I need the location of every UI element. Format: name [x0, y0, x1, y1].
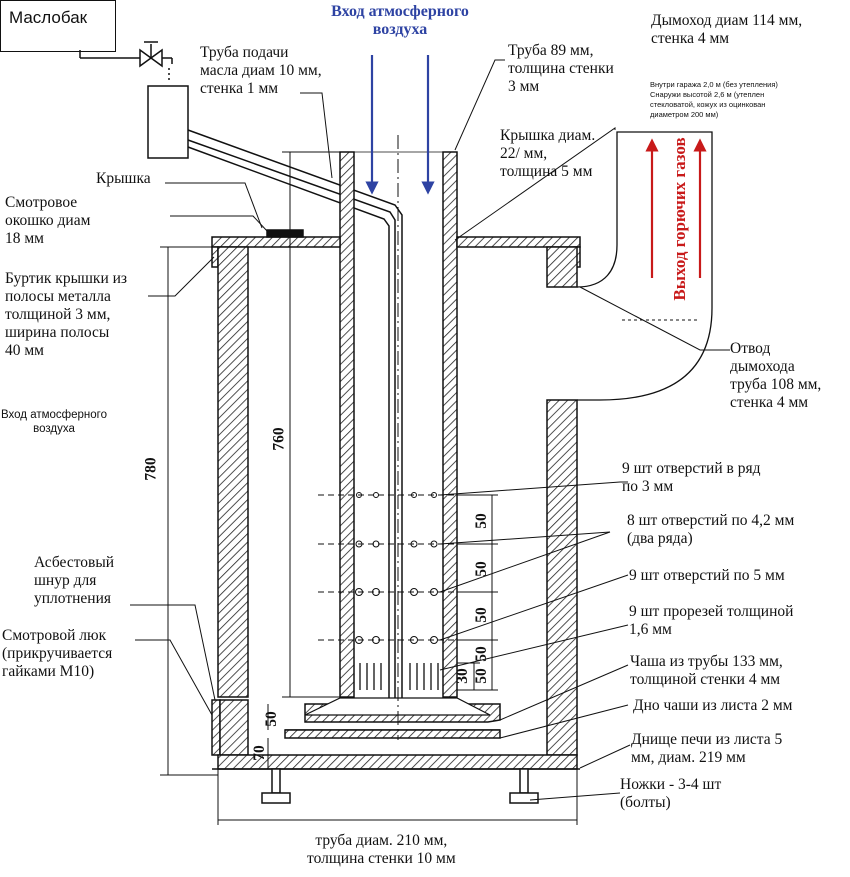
dim-70: 70 [250, 745, 268, 761]
dosing-vessel [147, 85, 189, 159]
air-inlet-top-label: Вход атмосферного воздуха [331, 3, 469, 38]
pipe-89-wall-left [339, 151, 355, 698]
lid-diam-label: Крышка диам. 22/ мм, толщина 5 мм [500, 127, 596, 180]
cup-bottom-label: Дно чаши из листа 2 мм [633, 697, 793, 714]
body-pipe-label: труба диам. 210 мм, толщина стенки 10 мм [307, 832, 456, 867]
dim-50-c: 50 [472, 607, 490, 623]
inspection-hatch [219, 699, 249, 756]
gas-outlet-label: Выход горючих газов [670, 137, 689, 301]
furnace-bottom [217, 754, 578, 770]
pipe-89-wall-right [442, 151, 458, 698]
dim-780: 780 [142, 457, 160, 481]
body-wall-left [217, 246, 249, 698]
furnace-bottom-label: Днище печи из листа 5 мм, диам. 219 мм [631, 731, 783, 766]
holes-9x5-label: 9 шт отверстий по 5 мм [629, 567, 785, 584]
oil-pipe-label: Труба подачи масла диам 10 мм, стенка 1 … [200, 44, 322, 97]
cup-label: Чаша из трубы 133 мм, толщиной стенки 4 … [630, 653, 783, 688]
leg-right [509, 768, 539, 804]
window-label: Смотровое окошко диам 18 мм [5, 194, 91, 247]
cup-bottom [284, 729, 501, 739]
dim-30: 30 [453, 668, 471, 684]
rim-label: Буртик крышки из полосы металла толщиной… [5, 270, 128, 359]
viewing-window [266, 229, 304, 238]
holes-9x3-label: 9 шт отверстий в ряд по 3 мм [622, 460, 761, 495]
dim-50-e: 50 [472, 668, 490, 684]
legs-label: Ножки - 3-4 шт (болты) [620, 776, 722, 811]
holes [355, 492, 438, 644]
dim-50-b: 50 [472, 561, 490, 577]
dim-760: 760 [270, 427, 288, 451]
asbestos-label: Асбестовый шнур для уплотнения [34, 554, 115, 607]
chimney-label: Дымоход диам 114 мм, стенка 4 мм [651, 12, 803, 47]
chimney-note: Внутри гаража 2,0 м (без утепления) Снар… [650, 80, 778, 119]
oil-tank-box: Маслобак [0, 0, 116, 52]
slots-label: 9 шт прорезей толщиной 1,6 мм [629, 603, 794, 638]
hatch-label: Смотровой люк (прикручивается гайками М1… [2, 627, 113, 680]
lid-right [456, 236, 581, 248]
leg-left [261, 768, 291, 804]
dim-50-a: 50 [472, 513, 490, 529]
elbow-label: Отвод дымохода труба 108 мм, стенка 4 мм [730, 340, 822, 411]
lid-label: Крышка [96, 170, 151, 187]
dim-50-cup: 50 [262, 711, 280, 727]
slots [359, 663, 439, 690]
chimney-elbow [576, 131, 713, 401]
lid-left [211, 236, 341, 248]
body-wall-right [546, 399, 578, 756]
holes-8-label: 8 шт отверстий по 4,2 мм (два ряда) [627, 512, 795, 547]
pipe-89-label: Труба 89 мм, толщина стенки 3 мм [508, 42, 614, 95]
dim-50-d: 50 [472, 646, 490, 662]
air-inlet-side-label: Вход атмосферного воздуха [0, 409, 107, 435]
valve-icon [139, 41, 163, 68]
